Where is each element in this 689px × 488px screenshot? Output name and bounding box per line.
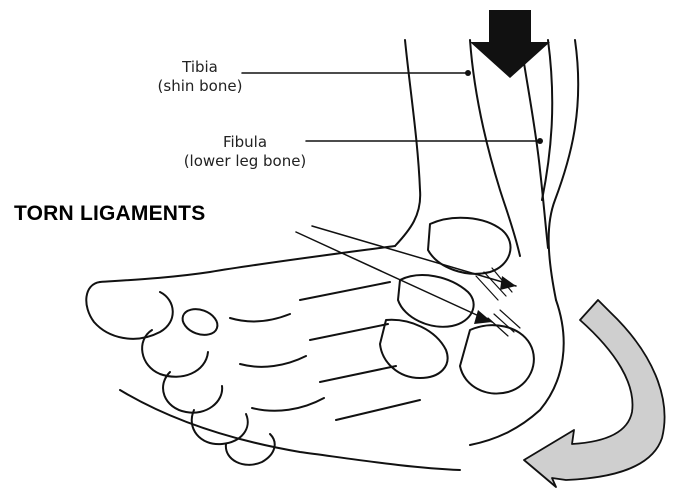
torn-ligaments-label: TORN LIGAMENTS bbox=[14, 202, 205, 226]
tibia-label-description: (shin bone) bbox=[150, 77, 250, 96]
tarsal-bone-2 bbox=[380, 320, 448, 378]
leg-outline-left bbox=[395, 40, 420, 246]
toe-crease-2 bbox=[240, 356, 306, 367]
ligament-arrowhead-1 bbox=[500, 276, 516, 290]
fibula-label-name: Fibula bbox=[223, 133, 267, 151]
little-toe bbox=[226, 434, 275, 465]
metatarsal-4 bbox=[336, 400, 420, 420]
tibia-label: Tibia (shin bone) bbox=[150, 58, 250, 96]
big-toe bbox=[86, 282, 172, 339]
ligament-arrowhead-2 bbox=[474, 310, 492, 324]
achilles-tendon bbox=[542, 40, 552, 200]
big-toe-nail bbox=[179, 305, 221, 340]
metatarsal-2 bbox=[310, 324, 388, 340]
toe-crease-3 bbox=[252, 398, 324, 411]
fibula-label-description: (lower leg bone) bbox=[170, 152, 320, 171]
toe-crease-1 bbox=[230, 314, 290, 321]
metatarsal-1 bbox=[300, 282, 390, 300]
tarsal-bone-3 bbox=[428, 218, 511, 274]
fibula-label: Fibula (lower leg bone) bbox=[170, 133, 320, 171]
leg-outline-right bbox=[549, 40, 579, 300]
fibula-leader-dot bbox=[537, 138, 543, 144]
tibia-leader-dot bbox=[465, 70, 471, 76]
ligament-pointer-1 bbox=[312, 226, 516, 286]
metatarsal-3 bbox=[320, 366, 396, 382]
third-toe bbox=[163, 372, 222, 413]
downward-force-arrow bbox=[470, 10, 550, 78]
heel-bone bbox=[460, 325, 534, 393]
fibula-bone bbox=[520, 38, 548, 248]
foot-dorsum-outline bbox=[100, 246, 395, 282]
tarsal-bone-1 bbox=[398, 275, 474, 327]
curved-rotation-arrow bbox=[524, 300, 665, 487]
tibia-label-name: Tibia bbox=[182, 58, 218, 76]
second-toe bbox=[142, 330, 208, 377]
